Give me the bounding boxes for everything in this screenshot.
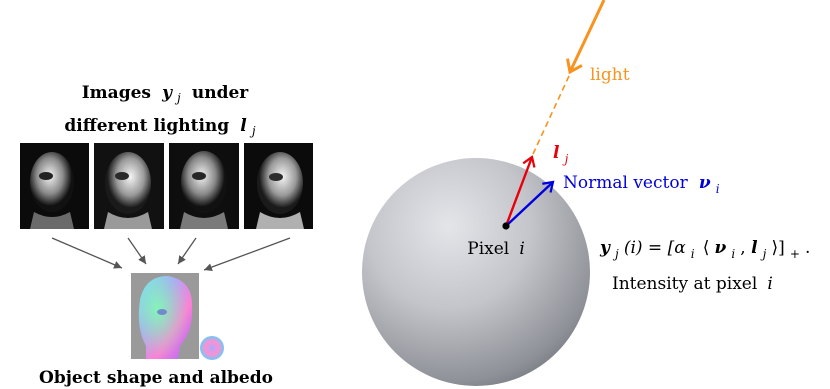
caption-line-1: Images y j under [82, 83, 250, 106]
intensity-label: Intensity at pixel i [612, 274, 773, 294]
sphere [362, 158, 590, 386]
light-label: light [590, 65, 630, 85]
albedo-sphere [200, 336, 224, 360]
lj-label: l j [553, 143, 569, 166]
intensity-equation: y j (i) = [α i ⟨ ν i , l j ⟩] + . [599, 238, 810, 262]
light-ray-solid [570, 0, 604, 72]
face-photo-1 [20, 143, 89, 229]
caption-line-2: different lighting l j [64, 116, 255, 138]
normal-vector-label: Normal vector ν i [563, 173, 720, 196]
right-panel: light l j Normal vector ν i Pixel i y j … [362, 0, 810, 386]
normal-map-image [131, 273, 199, 359]
face-photo-2 [94, 143, 164, 229]
converging-arrows [52, 238, 290, 270]
face-photo-4 [244, 143, 313, 229]
pixel-point [502, 222, 509, 229]
left-panel: Images y j under different lighting l j [20, 83, 313, 388]
face-photo-3 [169, 143, 239, 229]
photo-strip [20, 143, 313, 229]
object-shape-caption: Object shape and albedo [39, 368, 273, 388]
